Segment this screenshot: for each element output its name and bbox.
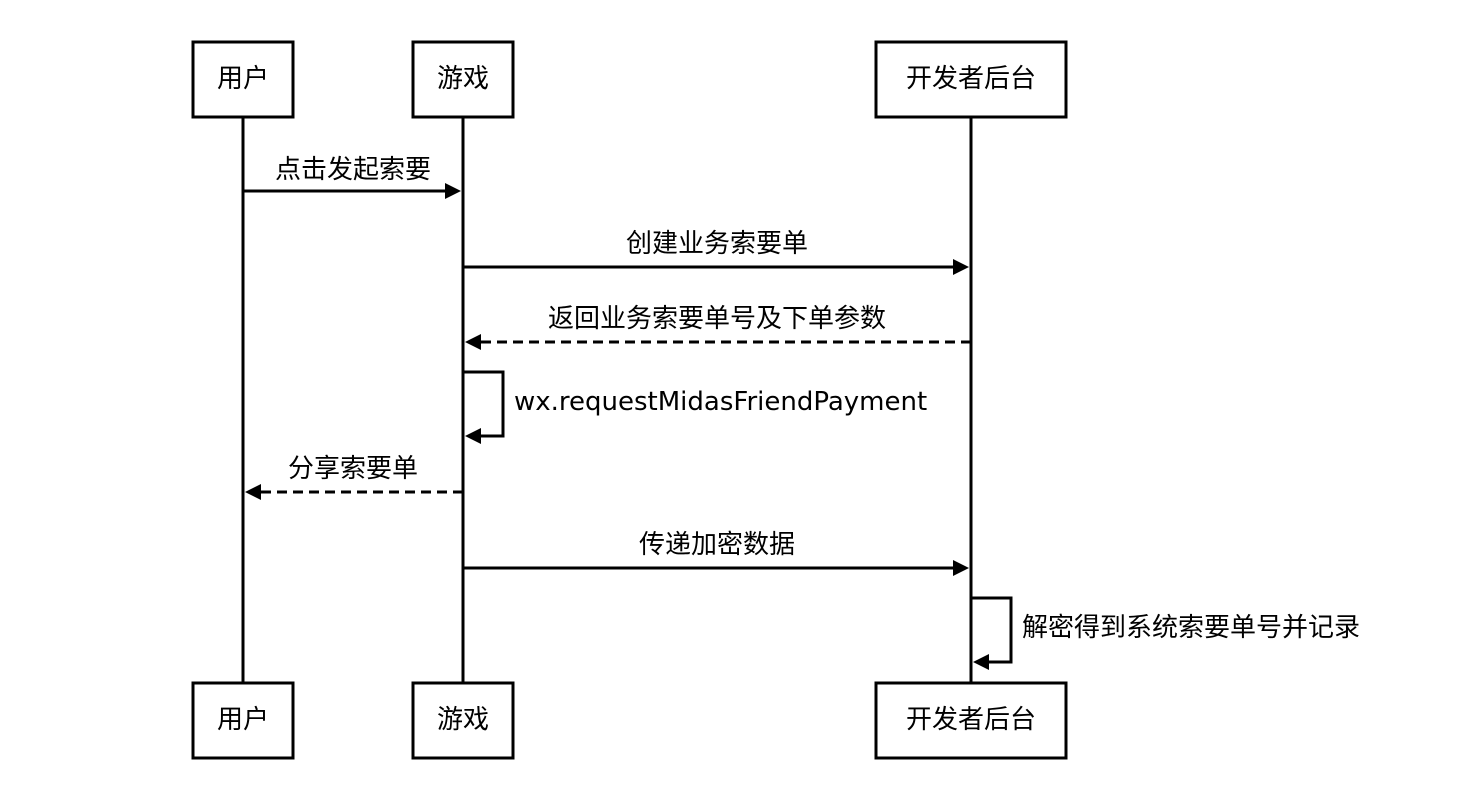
arrowhead-right	[953, 560, 969, 576]
message-2-label: 创建业务索要单	[626, 229, 808, 259]
arrowhead-left	[465, 334, 481, 350]
message-4-label: wx.requestMidasFriendPayment	[514, 387, 927, 417]
participant-game-bottom: 游戏	[411, 681, 515, 760]
message-5: 分享索要单	[245, 454, 463, 500]
participant-game-top-label: 游戏	[437, 64, 489, 94]
message-5-label: 分享索要单	[288, 454, 418, 484]
message-7-label: 解密得到系统索要单号并记录	[1022, 613, 1360, 643]
message-4-self: wx.requestMidasFriendPayment	[463, 370, 927, 444]
arrowhead-right	[953, 259, 969, 275]
participant-backend-top-label: 开发者后台	[906, 64, 1036, 94]
arrowhead-right	[445, 183, 461, 199]
message-7-self: 解密得到系统索要单号并记录	[971, 596, 1360, 670]
participant-user-bottom-label: 用户	[217, 705, 269, 735]
participant-backend-bottom: 开发者后台	[874, 681, 1068, 760]
message-3: 返回业务索要单号及下单参数	[465, 304, 971, 350]
participant-backend-bottom-label: 开发者后台	[906, 705, 1036, 735]
participant-user-bottom: 用户	[191, 681, 295, 760]
message-6: 传递加密数据	[463, 530, 969, 576]
participant-game-bottom-label: 游戏	[437, 705, 489, 735]
arrowhead-left	[465, 428, 481, 444]
message-3-label: 返回业务索要单号及下单参数	[548, 304, 886, 334]
message-6-label: 传递加密数据	[639, 530, 795, 560]
participant-game-top: 游戏	[411, 40, 515, 119]
message-2: 创建业务索要单	[463, 229, 969, 275]
message-1: 点击发起索要	[243, 155, 461, 199]
arrowhead-left	[973, 654, 989, 670]
message-1-label: 点击发起索要	[275, 155, 431, 185]
participant-user-top: 用户	[191, 40, 295, 119]
arrowhead-left	[245, 484, 261, 500]
participant-backend-top: 开发者后台	[874, 40, 1068, 119]
participant-user-top-label: 用户	[217, 64, 269, 94]
